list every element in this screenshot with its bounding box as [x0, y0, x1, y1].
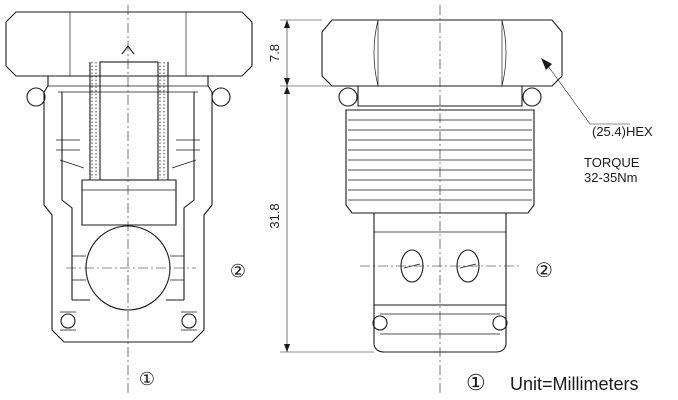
external-hex-flats	[373, 19, 507, 87]
external-oring-right	[522, 87, 542, 107]
section-oring-lower-left	[60, 313, 76, 329]
section-spring-right	[159, 62, 165, 178]
port-2-label-section: ②	[230, 261, 246, 281]
torque-label: TORQUE	[584, 155, 640, 170]
external-thread-body	[345, 109, 535, 214]
external-port-hole-left	[400, 249, 424, 283]
external-oring-lower-right	[492, 315, 508, 331]
section-oring-upper-right	[211, 87, 231, 107]
section-view	[5, 5, 253, 395]
external-view	[321, 5, 630, 395]
port-2-label-external: ②	[535, 260, 553, 282]
unit-legend: Unit=Millimeters	[510, 374, 639, 394]
dimension-lines	[280, 19, 374, 353]
torque-value: 32-35Nm	[584, 170, 638, 185]
external-thread-lines	[348, 119, 532, 201]
port-1-label-section: ①	[139, 369, 155, 389]
section-body-outline	[43, 76, 213, 343]
dim-body-length: 31.8	[267, 203, 282, 228]
external-oring-lower-left	[372, 315, 388, 331]
external-hex	[321, 19, 563, 87]
section-oring-lower-right	[181, 313, 197, 329]
section-vent-mark	[121, 45, 135, 55]
hex-size-callout: (25.4)HEX	[592, 124, 653, 139]
external-tip	[373, 305, 507, 353]
external-oring-left	[338, 87, 358, 107]
external-neck	[357, 86, 523, 107]
section-spring-guide	[99, 61, 159, 181]
section-spring-left	[91, 62, 97, 178]
external-lower-body	[373, 213, 507, 306]
section-sleeve	[61, 92, 195, 300]
legend-port-1-symbol: ①	[466, 370, 486, 395]
section-hex-head	[5, 11, 253, 77]
section-oring-upper-left	[26, 87, 46, 107]
section-poppet	[81, 179, 177, 226]
dim-hex-height: 7.8	[267, 44, 282, 62]
external-port-hole-right	[456, 249, 480, 283]
